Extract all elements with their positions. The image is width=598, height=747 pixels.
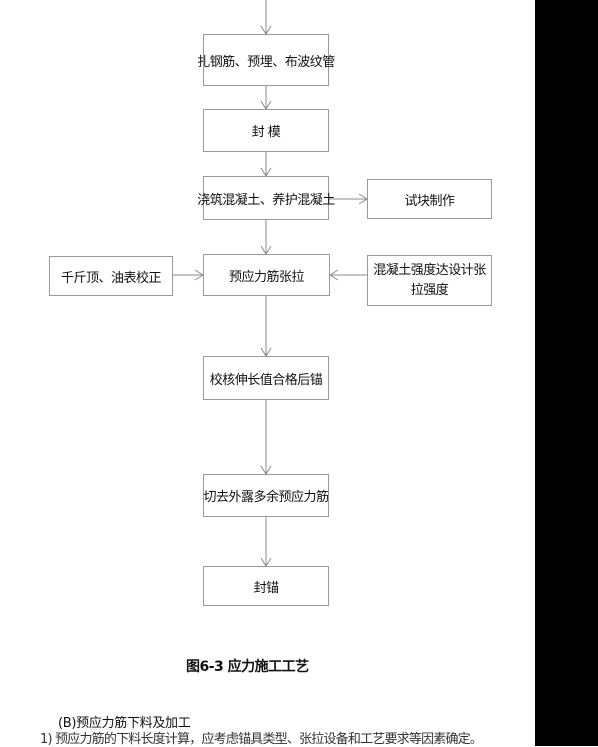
step-seal-form-box: 封 模 (203, 109, 329, 152)
step-tensioning-box: 预应力筋张拉 (203, 254, 330, 296)
step-seal-anchor-box: 封锚 (203, 566, 329, 606)
side-jack-calibration-label: 千斤顶、油表校正 (60, 270, 162, 286)
side-test-block-box: 试块制作 (367, 179, 492, 219)
step-tie-rebar-label: 扎钢筋、预埋、布波纹管 (197, 54, 335, 70)
side-jack-calibration-box: 千斤顶、油表校正 (49, 256, 173, 296)
side-concrete-strength-box: 混凝土强度达设计张拉强度 (367, 255, 492, 306)
step-cut-strand-box: 切去外露多余预应力筋 (203, 474, 329, 517)
step-tensioning-label: 预应力筋张拉 (228, 269, 305, 285)
step-seal-anchor-label: 封锚 (253, 580, 279, 596)
figure-caption: 图6-3 应力施工工艺 (186, 659, 309, 675)
page-edge-black-bar (535, 0, 598, 746)
arrowhead-strength (329, 269, 339, 281)
step-check-elongation-box: 校核伸长值合格后锚 (203, 356, 329, 400)
step-cut-strand-label: 切去外露多余预应力筋 (203, 490, 330, 505)
step-check-elongation-label: 校核伸长值合格后锚 (209, 372, 323, 388)
partial-text-line-content: 1) 预应力筋的下料长度计算，应考虑锚具类型、张拉设备和工艺要求等因素确定。 (40, 732, 483, 747)
step-pour-concrete-box: 浇筑混凝土、养护混凝土 (197, 176, 335, 220)
step-pour-concrete-label: 浇筑混凝土、养护混凝土 (197, 192, 335, 208)
side-test-block-label: 试块制作 (404, 193, 455, 209)
side-concrete-strength-label: 混凝土强度达设计张拉强度 (373, 262, 486, 298)
partial-text-line: 1) 预应力筋的下料长度计算，应考虑锚具类型、张拉设备和工艺要求等因素确定。 (40, 733, 483, 746)
step-tie-rebar-box: 扎钢筋、预埋、布波纹管 (197, 34, 335, 86)
step-seal-form-label: 封 模 (251, 125, 281, 140)
section-heading: (B)预应力筋下料及加工 (58, 716, 191, 731)
